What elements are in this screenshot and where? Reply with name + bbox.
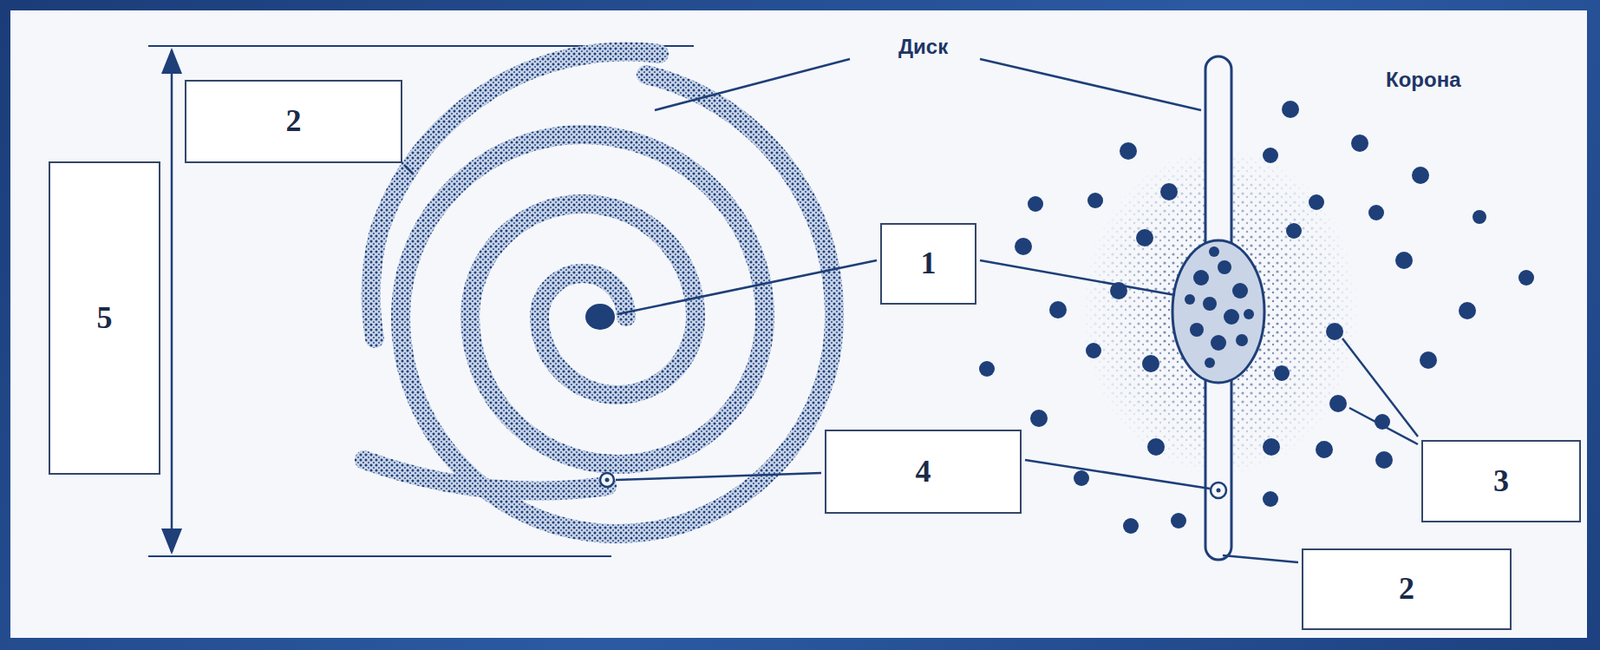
callout-number: 5	[97, 300, 113, 336]
callout-number: 2	[286, 104, 302, 139]
callout-box: 3	[1421, 439, 1581, 523]
callout-number: 4	[915, 454, 932, 490]
callout-box: 4	[824, 429, 1022, 514]
callout-box: 5	[48, 161, 161, 475]
callout-number: 1	[920, 246, 937, 281]
callout-box: 2	[184, 79, 403, 164]
part-label: Диск	[894, 34, 952, 60]
callout-number: 2	[1398, 571, 1415, 607]
callout-number: 3	[1493, 463, 1509, 499]
callout-box: 2	[1301, 548, 1512, 630]
callout-box: 1	[880, 222, 977, 305]
part-label: Корона	[1382, 67, 1464, 93]
